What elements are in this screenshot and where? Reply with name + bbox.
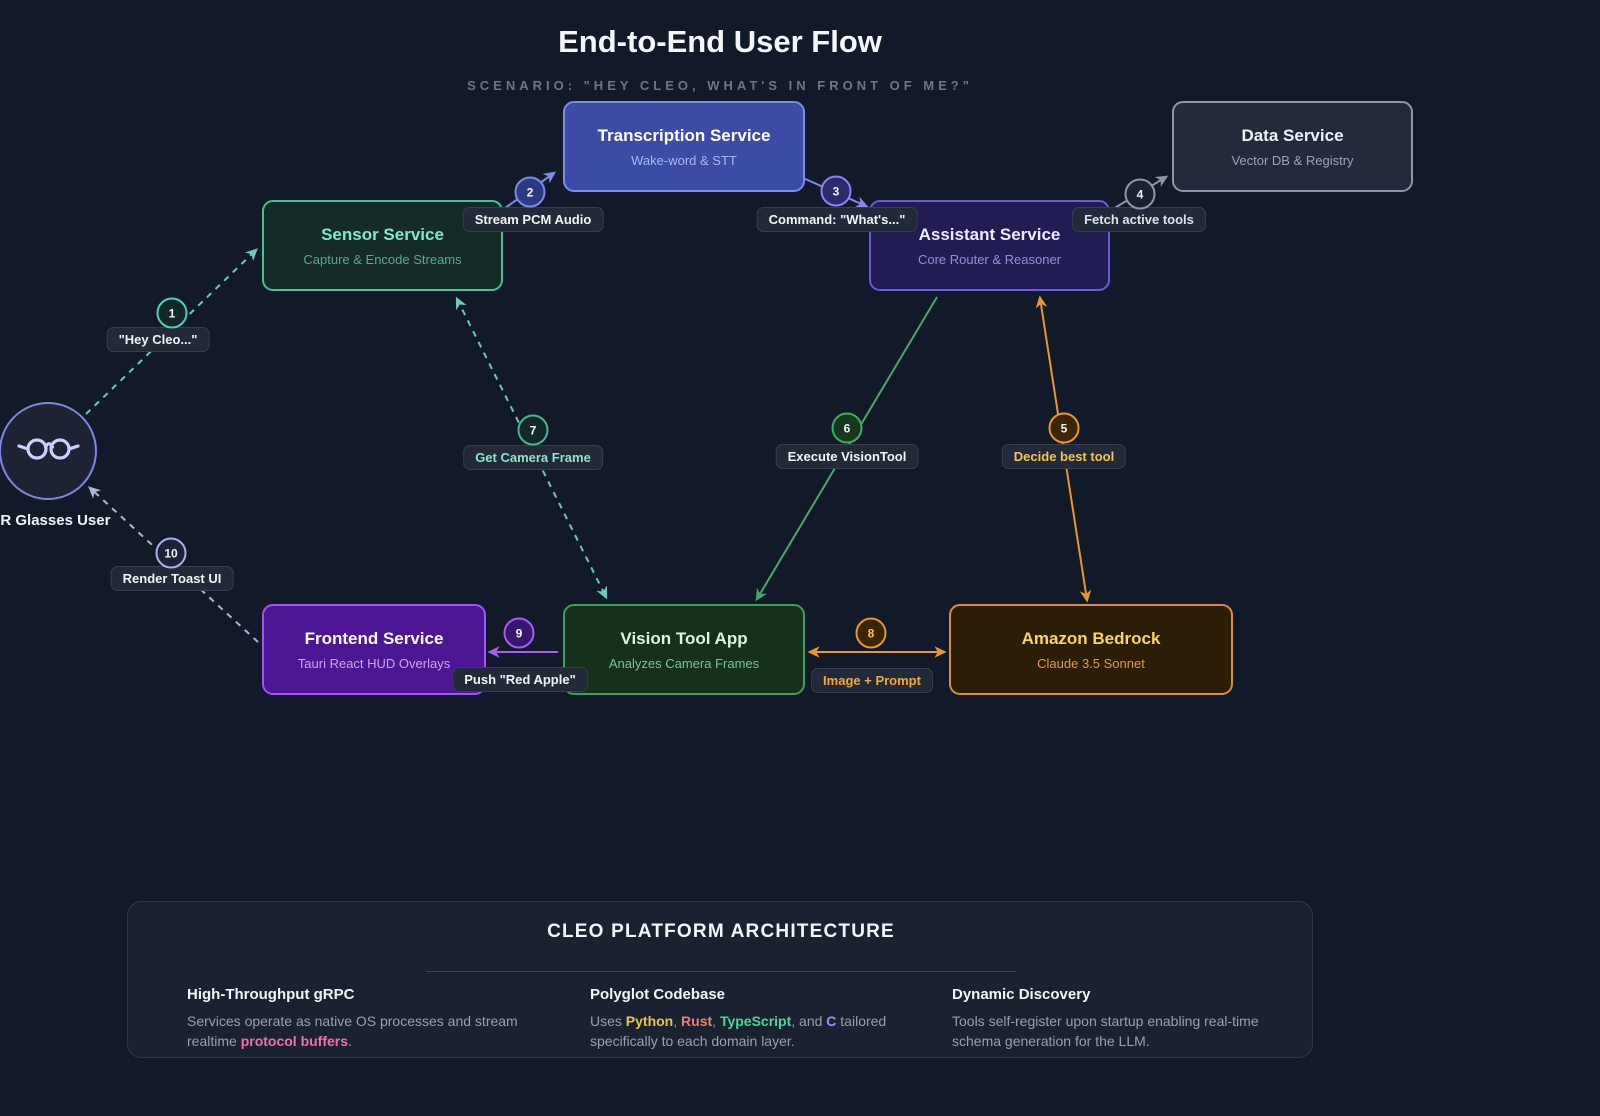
- node-title: Assistant Service: [918, 224, 1061, 244]
- step-badge-2: 2: [514, 176, 546, 208]
- step-badge-6: 6: [831, 412, 863, 444]
- step-label-7: Get Camera Frame: [463, 445, 603, 470]
- architecture-panel-title: CLEO PLATFORM ARCHITECTURE: [547, 921, 895, 942]
- body-text: .: [348, 1033, 352, 1049]
- step-badge-3: 3: [820, 175, 852, 207]
- highlight-protocol-buffers: protocol buffers: [240, 1033, 349, 1049]
- node-sensor-service: Sensor Service Capture & Encode Streams: [262, 200, 503, 291]
- node-amazon-bedrock: Amazon Bedrock Claude 3.5 Sonnet: [949, 604, 1233, 695]
- arrow-step-7: [455, 296, 608, 600]
- ar-glasses-user-node: [0, 402, 97, 500]
- body-text: Uses: [590, 1013, 626, 1029]
- column-heading: High-Throughput gRPC: [187, 986, 355, 1003]
- step-label-9: Push "Red Apple": [452, 667, 588, 692]
- column-discovery: Dynamic Discovery Tools self-register up…: [952, 986, 1292, 1051]
- highlight-typescript: TypeScript: [719, 1013, 792, 1029]
- architecture-panel: CLEO PLATFORM ARCHITECTURE High-Throughp…: [127, 901, 1313, 1058]
- node-title: Frontend Service: [304, 628, 444, 648]
- page-subtitle: SCENARIO: "HEY CLEO, WHAT'S IN FRONT OF …: [467, 78, 973, 93]
- column-heading: Polyglot Codebase: [590, 986, 726, 1003]
- step-label-1: "Hey Cleo...": [106, 327, 210, 352]
- body-text: , and: [791, 1013, 827, 1029]
- step-label-4: Fetch active tools: [1072, 207, 1206, 232]
- node-subtitle: Claude 3.5 Sonnet: [1037, 655, 1145, 671]
- step-badge-8: 8: [855, 617, 887, 649]
- column-body: Services operate as native OS processes …: [187, 1011, 527, 1051]
- step-badge-4: 4: [1124, 178, 1156, 210]
- column-body: Tools self-register upon startup enablin…: [952, 1013, 1259, 1049]
- node-subtitle: Analyzes Camera Frames: [608, 655, 760, 671]
- node-subtitle: Tauri React HUD Overlays: [297, 655, 451, 671]
- arrow-step-1: [85, 248, 258, 415]
- column-polyglot: Polyglot Codebase Uses Python, Rust, Typ…: [590, 986, 930, 1051]
- node-title: Sensor Service: [321, 224, 444, 244]
- highlight-c: C: [826, 1013, 837, 1029]
- node-frontend-service: Frontend Service Tauri React HUD Overlay…: [262, 604, 486, 695]
- node-title: Vision Tool App: [620, 628, 748, 648]
- body-text: ,: [712, 1013, 720, 1029]
- step-badge-10: 10: [155, 537, 187, 569]
- column-grpc: High-Throughput gRPC Services operate as…: [187, 986, 527, 1051]
- column-heading: Dynamic Discovery: [952, 986, 1091, 1003]
- step-label-8: Image + Prompt: [811, 668, 933, 693]
- step-badge-7: 7: [517, 414, 549, 446]
- node-transcription-service: Transcription Service Wake-word & STT: [563, 101, 805, 192]
- panel-divider: [426, 971, 1016, 972]
- glasses-icon: [15, 433, 81, 470]
- highlight-rust: Rust: [681, 1013, 713, 1029]
- body-text: ,: [673, 1013, 682, 1029]
- step-label-2: Stream PCM Audio: [462, 207, 604, 232]
- user-label: AR Glasses User: [0, 512, 111, 529]
- step-badge-1: 1: [156, 297, 188, 329]
- step-label-10: Render Toast UI: [110, 566, 234, 591]
- node-title: Transcription Service: [597, 125, 771, 145]
- step-label-3: Command: "What's...": [756, 207, 918, 232]
- node-subtitle: Capture & Encode Streams: [303, 251, 462, 267]
- node-subtitle: Vector DB & Registry: [1231, 152, 1354, 168]
- step-badge-5: 5: [1048, 412, 1080, 444]
- body-text: Services operate as native OS processes …: [187, 1013, 518, 1049]
- node-title: Amazon Bedrock: [1021, 628, 1161, 648]
- step-label-6: Execute VisionTool: [775, 444, 919, 469]
- column-body: Uses Python, Rust, TypeScript, and C tai…: [590, 1011, 930, 1051]
- step-label-5: Decide best tool: [1001, 444, 1127, 469]
- highlight-python: Python: [625, 1013, 674, 1029]
- step-badge-9: 9: [503, 617, 535, 649]
- node-vision-tool-app: Vision Tool App Analyzes Camera Frames: [563, 604, 805, 695]
- node-subtitle: Core Router & Reasoner: [917, 251, 1062, 267]
- node-subtitle: Wake-word & STT: [631, 152, 737, 168]
- node-data-service: Data Service Vector DB & Registry: [1172, 101, 1413, 192]
- node-title: Data Service: [1241, 125, 1344, 145]
- page-title: End-to-End User Flow: [558, 24, 882, 59]
- body-text: tailored specifically to each domain lay…: [590, 1013, 887, 1049]
